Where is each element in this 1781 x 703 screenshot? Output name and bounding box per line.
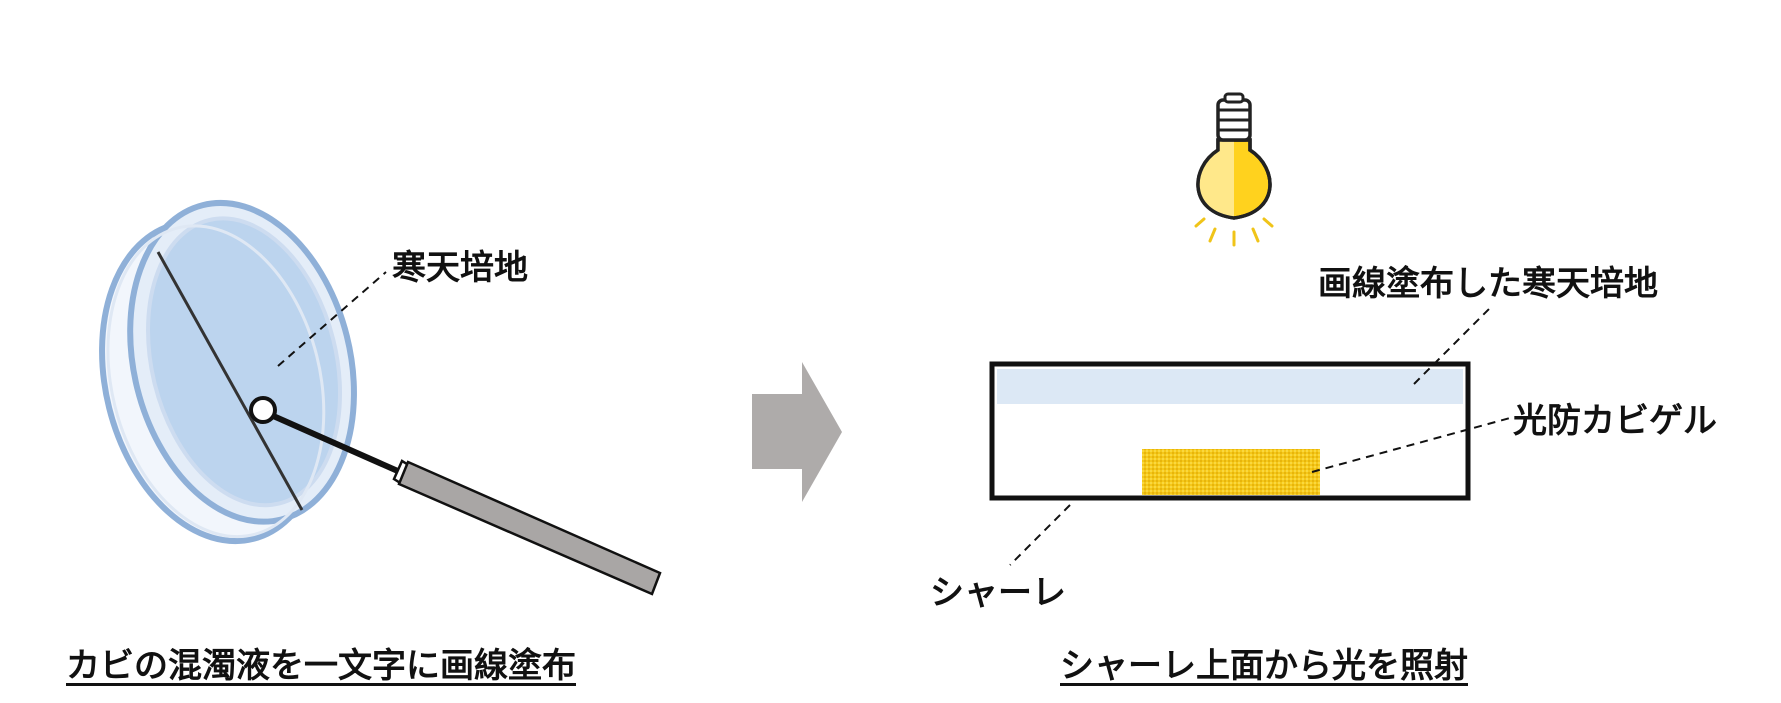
antifungal-gel-label: 光防カビゲル <box>1513 401 1717 441</box>
petri-dish-icon <box>99 199 357 545</box>
left-caption: カビの混濁液を一文字に画線塗布 <box>66 646 576 686</box>
arrow-right-icon <box>752 362 842 502</box>
petri-dish-label: シャーレ <box>930 573 1066 613</box>
inoculation-loop-icon <box>249 396 662 596</box>
right-caption: シャーレ上面から光を照射 <box>1060 646 1468 686</box>
petri-dish-side-view <box>989 361 1471 501</box>
agar-label: 寒天培地 <box>392 248 528 288</box>
agar-band <box>997 369 1463 404</box>
light-bulb-icon <box>1194 92 1274 247</box>
streaked-agar-label: 画線塗布した寒天培地 <box>1318 264 1658 304</box>
streak-line <box>156 251 304 511</box>
leader-lines <box>277 271 1511 566</box>
gel-block <box>1142 449 1320 495</box>
